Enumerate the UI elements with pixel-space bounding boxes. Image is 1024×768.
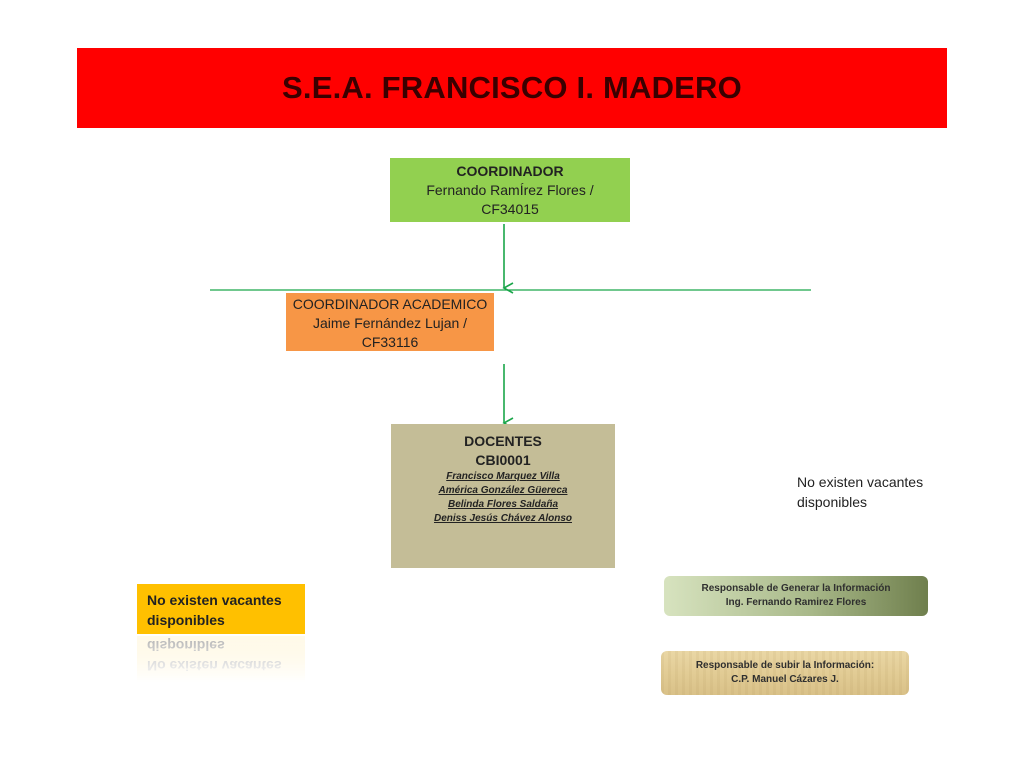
vacantes-note-right: No existen vacantes disponibles (797, 472, 967, 512)
page-title: S.E.A. FRANCISCO I. MADERO (282, 70, 742, 105)
header-banner: S.E.A. FRANCISCO I. MADERO (77, 48, 947, 128)
coordinador-academico-box: COORDINADOR ACADEMICO Jaime Fernández Lu… (286, 293, 494, 351)
coordinador-name: Fernando RamÍrez Flores / (426, 182, 594, 198)
academico-id: CF33116 (361, 334, 419, 350)
vacantes-reflection-line1: No existen vacantes (147, 658, 282, 674)
docente-member: Belinda Flores Saldaña (447, 499, 559, 510)
vacantes-left-line2: disponibles (147, 612, 225, 628)
responsable-generar-box: Responsable de Generar la Información In… (664, 576, 928, 616)
docentes-title: DOCENTES (464, 433, 542, 449)
vacantes-reflection-line2: disponibles (147, 638, 225, 654)
responsable-subir-box: Responsable de subir la Información: C.P… (661, 651, 909, 695)
vacantes-right-line2: disponibles (797, 494, 868, 510)
responsable-generar-label: Responsable de Generar la Información (701, 583, 891, 594)
academico-role: COORDINADOR ACADEMICO (292, 296, 488, 312)
vacantes-right-line1: No existen vacantes (797, 474, 924, 490)
responsable-subir-name: C.P. Manuel Cázares J. (731, 674, 839, 685)
academico-name: Jaime Fernández Lujan / (312, 315, 468, 331)
coordinador-box: COORDINADOR Fernando RamÍrez Flores / CF… (390, 158, 630, 222)
docente-member: América González Güereca (438, 485, 568, 496)
responsable-subir-label: Responsable de subir la Información: (695, 660, 875, 671)
docentes-box: DOCENTES CBI0001 Francisco Marquez Villa… (391, 424, 615, 568)
vacantes-left-line1: No existen vacantes (147, 592, 282, 608)
docentes-code: CBI0001 (475, 452, 531, 468)
responsable-generar-name: Ing. Fernando Ramirez Flores (725, 597, 867, 608)
vacantes-box-reflection: No existen vacantes disponibles (137, 636, 305, 682)
coordinador-id: CF34015 (481, 201, 539, 217)
coordinador-role: COORDINADOR (456, 163, 564, 179)
vacantes-box-left: No existen vacantes disponibles (137, 584, 305, 634)
docente-member: Deniss Jesús Chávez Alonso (433, 513, 572, 524)
docente-member: Francisco Marquez Villa (446, 471, 560, 482)
